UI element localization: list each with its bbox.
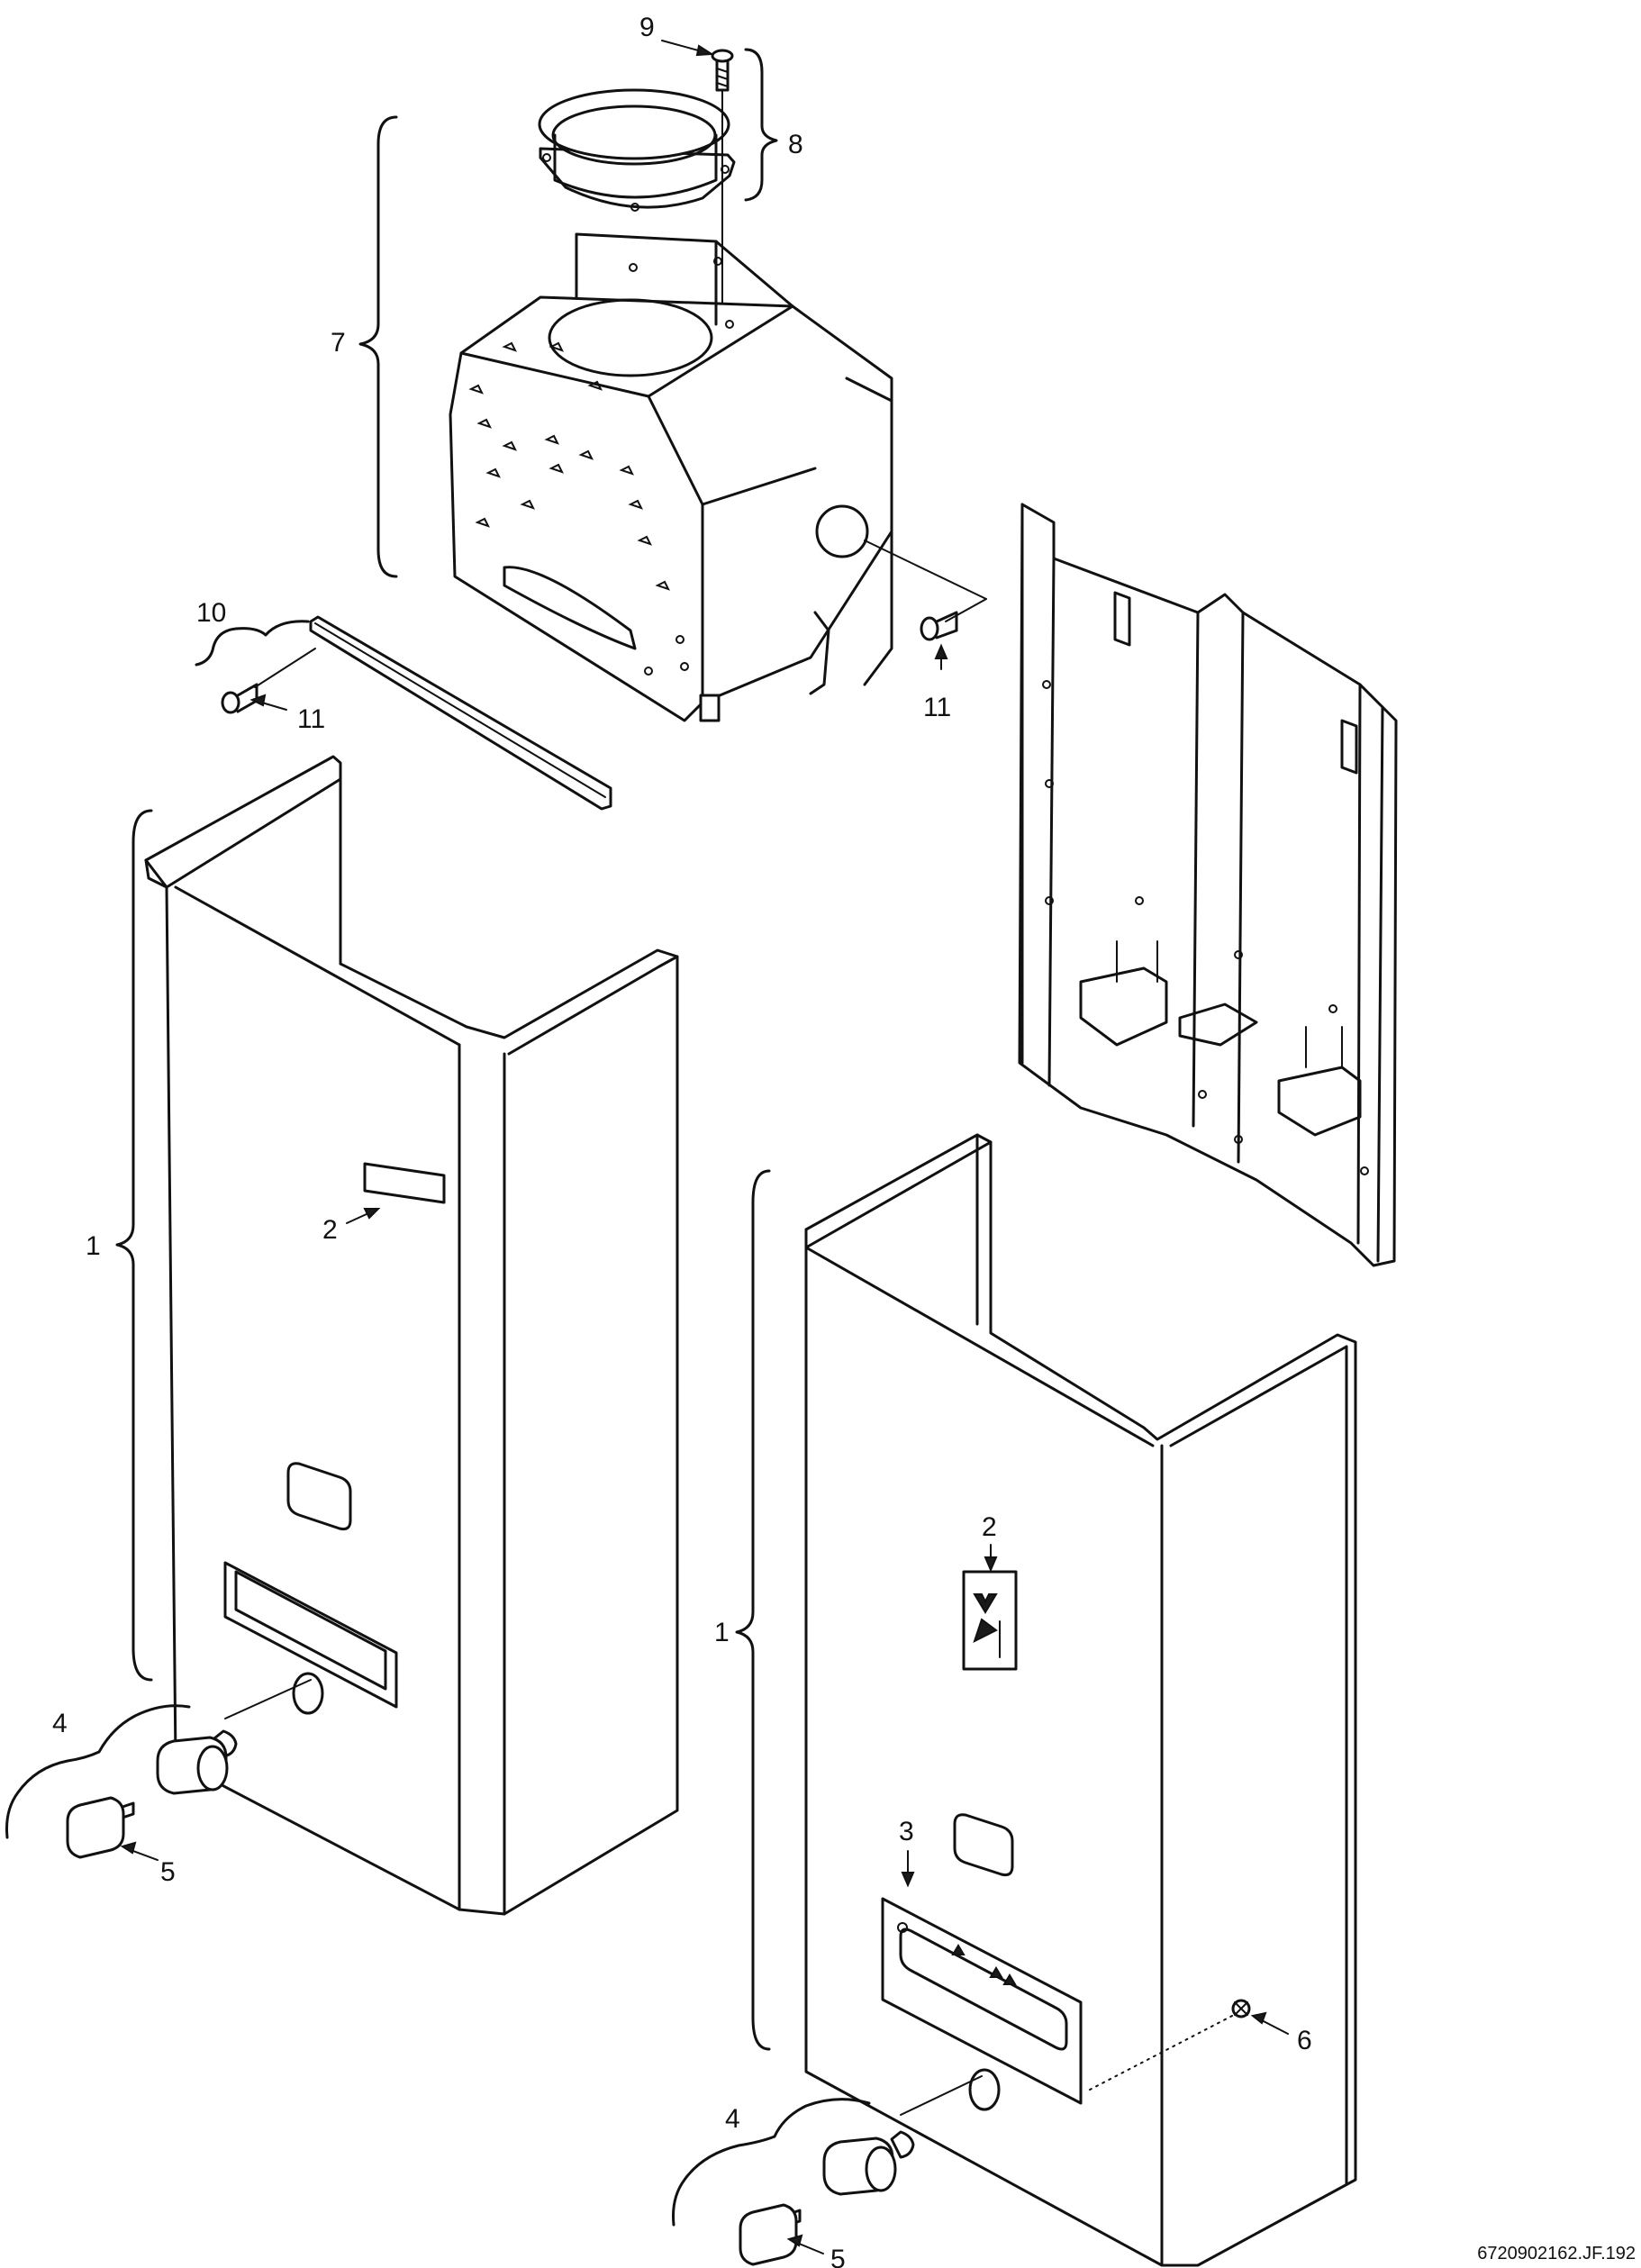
callout-3: 3 — [899, 1817, 914, 1846]
callout-10: 10 — [196, 598, 226, 628]
callout-4-left: 4 — [52, 1709, 68, 1738]
draught-diverter — [449, 232, 893, 722]
brace-part-4-right — [672, 2098, 871, 2227]
callout-4-right: 4 — [725, 2104, 740, 2134]
leader-lines — [120, 40, 1289, 2254]
callout-9: 9 — [639, 13, 655, 42]
brace-part-1-left — [115, 809, 153, 1682]
mounting-frame — [1018, 503, 1398, 1267]
callout-2-right: 2 — [982, 1512, 997, 1542]
callout-6: 6 — [1297, 2026, 1312, 2055]
callout-11-right: 11 — [923, 693, 951, 722]
callout-1-right: 1 — [714, 1618, 730, 1647]
control-knob-right — [739, 2075, 983, 2266]
screw-9 — [711, 49, 734, 325]
callout-5-right: 5 — [830, 2245, 846, 2268]
callout-1-left: 1 — [86, 1231, 101, 1261]
retaining-strip — [309, 615, 612, 811]
brace-part-7 — [358, 115, 398, 578]
callout-8: 8 — [788, 130, 803, 159]
front-casing-left — [144, 755, 679, 1916]
screw-11-right — [864, 540, 987, 641]
brace-part-4-left — [5, 1704, 191, 1839]
drawing-code: 6720902162.JF.192 — [1477, 2244, 1636, 2263]
brace-part-1-right — [735, 1169, 771, 2051]
front-casing-right — [804, 1133, 1357, 2267]
brace-part-8 — [744, 48, 778, 202]
brace-part-10 — [195, 620, 310, 667]
screw-11-left — [221, 648, 316, 714]
callout-11-left: 11 — [297, 704, 325, 734]
callout-2-left: 2 — [322, 1215, 338, 1245]
control-knob-left — [66, 1679, 312, 1859]
callout-5-left: 5 — [160, 1857, 176, 1887]
callout-7: 7 — [331, 328, 346, 358]
flue-connector-ring — [538, 88, 736, 212]
